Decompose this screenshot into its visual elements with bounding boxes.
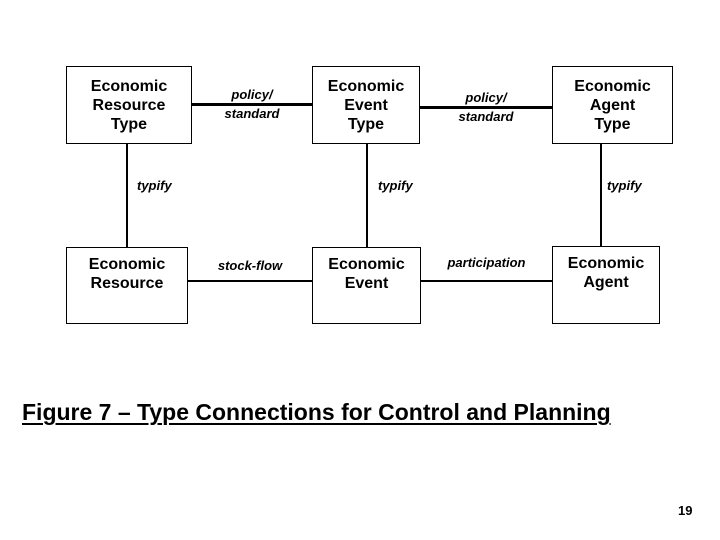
box-label-line: Economic — [90, 77, 168, 95]
connector-stock-flow — [188, 280, 312, 282]
box-economic-resource-type: Economic Resource Type — [66, 66, 192, 144]
box-label-line: Event — [344, 275, 389, 292]
connector-typify-resource — [126, 144, 128, 247]
box-economic-event-type: Economic Event Type — [312, 66, 420, 144]
connector-participation — [421, 280, 552, 282]
connector-policy-standard-1 — [192, 103, 312, 106]
figure-caption: Figure 7 – Type Connections for Control … — [22, 399, 611, 425]
box-label-line: Agent — [583, 274, 629, 291]
box-economic-resource: Economic Resource — [66, 247, 188, 324]
connector-policy-standard-2 — [420, 106, 552, 109]
box-label-line: Economic — [327, 77, 405, 95]
edge-label-stock-flow: stock-flow — [217, 258, 283, 273]
box-label-line: Resource — [92, 96, 166, 114]
box-label-line: Type — [110, 115, 148, 133]
box-label-line: Agent — [589, 96, 636, 114]
box-economic-agent: Economic Agent — [552, 246, 660, 324]
box-label-line: Economic — [574, 77, 651, 95]
connector-typify-agent — [600, 144, 602, 246]
box-label-line: Resource — [90, 275, 164, 292]
edge-label-policy-1: policy/ — [231, 87, 273, 102]
box-label-line: Economic — [567, 255, 645, 272]
edge-label-typify-1: typify — [137, 178, 172, 193]
box-economic-agent-type: Economic Agent Type — [552, 66, 673, 144]
edge-label-participation: participation — [447, 255, 526, 270]
box-label-line: Economic — [328, 256, 405, 273]
page-number: 19 — [678, 503, 693, 518]
box-label-line: Event — [344, 96, 388, 114]
box-economic-event: Economic Event — [312, 247, 421, 324]
edge-label-standard-2: standard — [458, 109, 514, 124]
edge-label-typify-2: typify — [378, 178, 413, 193]
box-label-line: Type — [347, 115, 385, 133]
box-label-line: Type — [594, 115, 631, 133]
box-label-line: Economic — [88, 256, 166, 273]
edge-label-typify-3: typify — [607, 178, 642, 193]
connector-typify-event — [366, 144, 368, 247]
edge-label-standard-1: standard — [224, 106, 280, 121]
edge-label-policy-2: policy/ — [465, 90, 507, 105]
